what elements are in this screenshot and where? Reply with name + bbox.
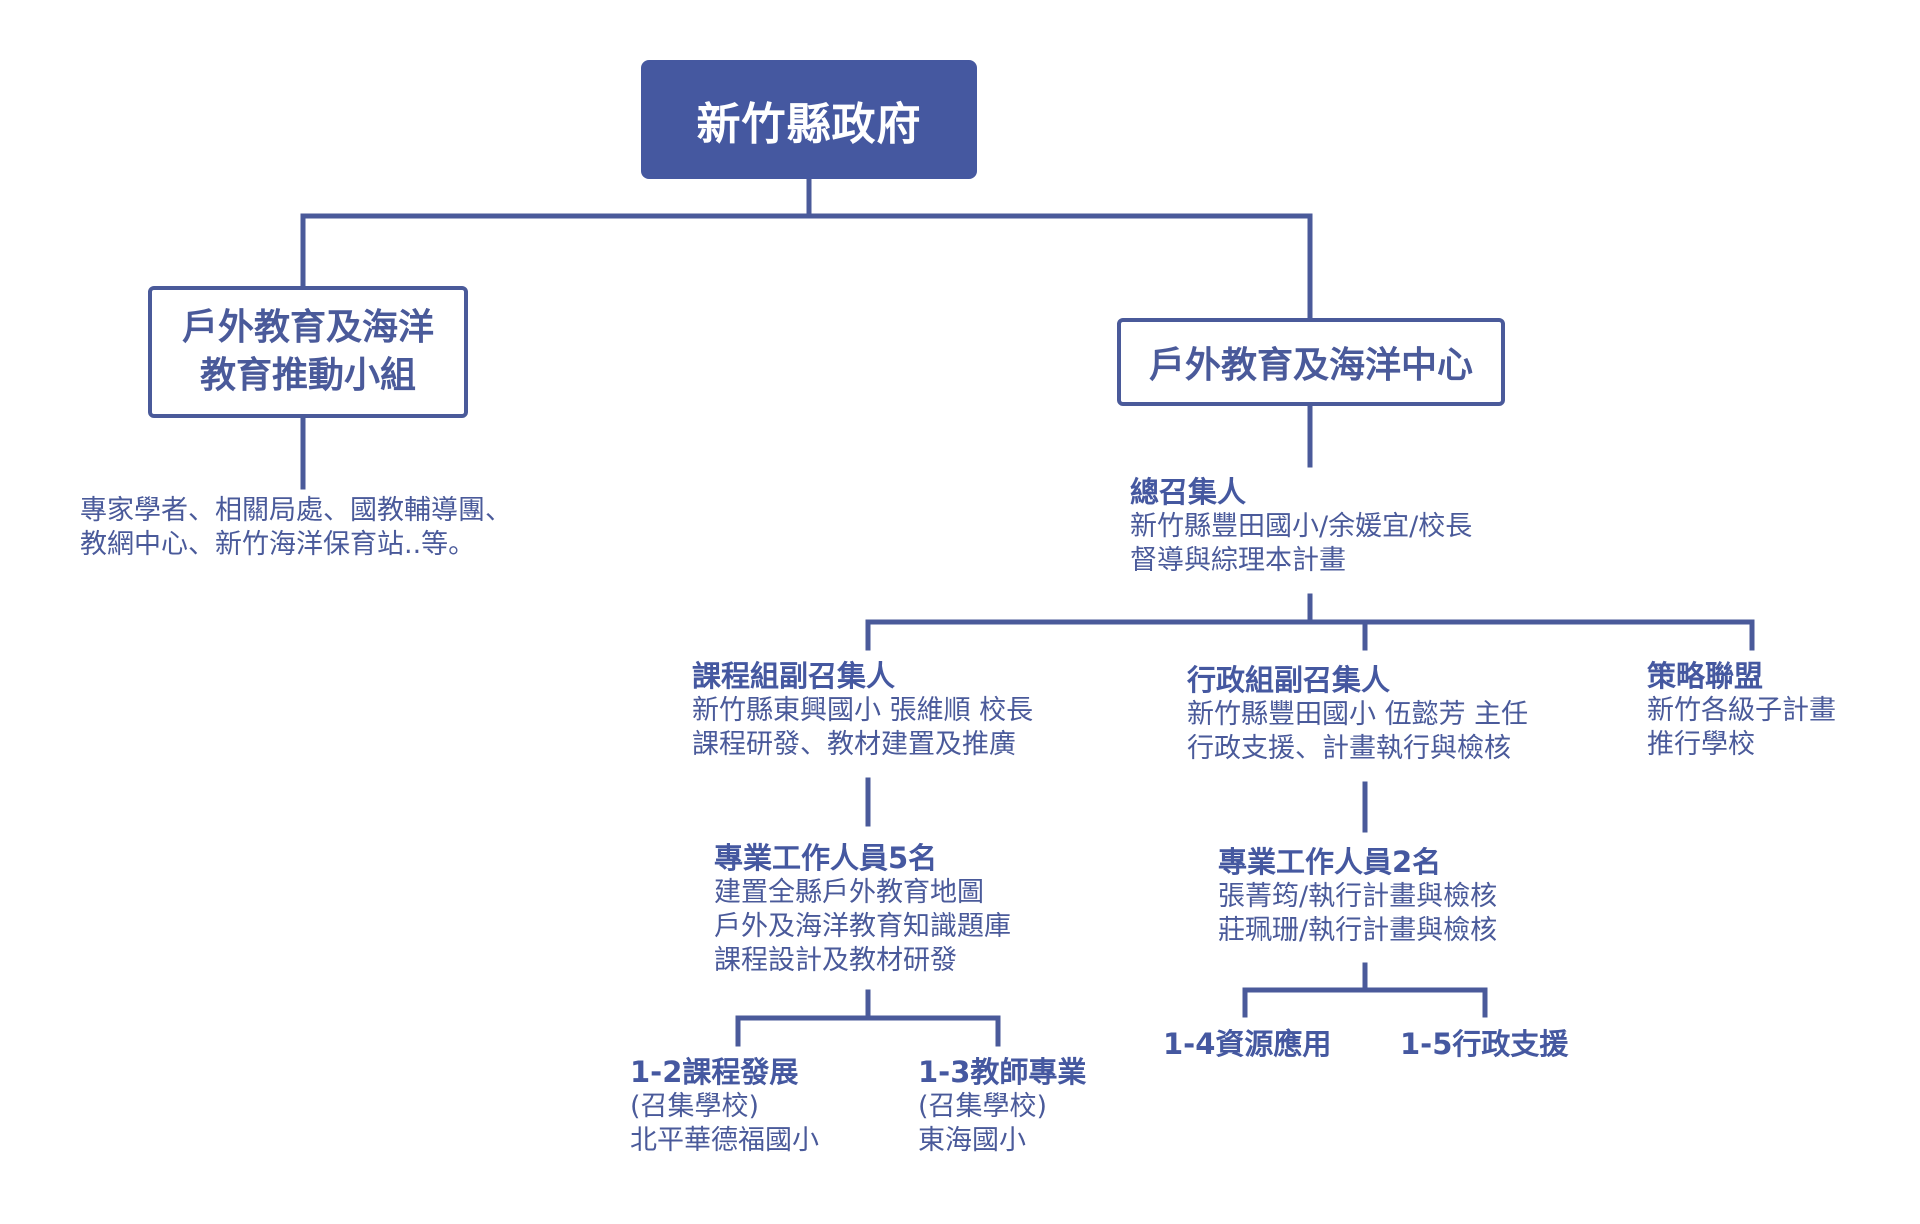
convener-title: 總召集人	[1130, 475, 1247, 509]
admin-block: 行政組副召集人 新竹縣豐田國小 伍懿芳 主任 行政支援、計畫執行與檢核	[1187, 662, 1528, 766]
admin-title: 行政組副召集人	[1187, 663, 1391, 697]
admin-sub-2: 1-5行政支援	[1400, 1026, 1568, 1062]
curriculum-sub-2: 1-3教師專業 (召集學校) 東海國小	[918, 1054, 1086, 1158]
curriculum-staff-line: 戶外及海洋教育知識題庫	[714, 911, 1011, 942]
admin-sub-1: 1-4資源應用	[1163, 1026, 1331, 1062]
alliance-line: 新竹各級子計畫	[1647, 695, 1836, 726]
curriculum-title: 課程組副召集人	[692, 659, 896, 693]
curriculum-sub-line: (召集學校)	[918, 1091, 1048, 1122]
curriculum-sub-line: 北平華德福國小	[630, 1125, 819, 1156]
curriculum-staff-line: 建置全縣戶外教育地圖	[714, 877, 984, 908]
alliance-line: 推行學校	[1647, 729, 1755, 760]
admin-staff-block: 專業工作人員2名 張菁筠/執行計畫與檢核 莊珮珊/執行計畫與檢核	[1218, 844, 1497, 948]
curriculum-staff-title: 專業工作人員5名	[714, 841, 938, 875]
curriculum-sub-line: (召集學校)	[630, 1091, 760, 1122]
curriculum-line: 新竹縣東興國小 張維順 校長	[692, 695, 1034, 726]
group-node: 戶外教育及海洋 教育推動小組	[148, 286, 468, 418]
curriculum-sub-title: 1-3教師專業	[918, 1055, 1087, 1089]
root-node: 新竹縣政府	[641, 60, 977, 179]
convener-line: 督導與綜理本計畫	[1130, 545, 1346, 576]
convener-line: 新竹縣豐田國小/余媛宜/校長	[1130, 511, 1473, 542]
admin-staff-line: 張菁筠/執行計畫與檢核	[1218, 881, 1498, 912]
admin-line: 行政支援、計畫執行與檢核	[1187, 733, 1511, 764]
group-members-line: 專家學者、相關局處、國教輔導團、	[80, 495, 512, 526]
group-members: 專家學者、相關局處、國教輔導團、 教網中心、新竹海洋保育站..等。	[80, 494, 512, 562]
curriculum-staff-line: 課程設計及教材研發	[714, 945, 957, 976]
admin-staff-line: 莊珮珊/執行計畫與檢核	[1218, 915, 1498, 946]
admin-sub-title: 1-5行政支援	[1400, 1027, 1569, 1061]
curriculum-staff-block: 專業工作人員5名 建置全縣戶外教育地圖 戶外及海洋教育知識題庫 課程設計及教材研…	[714, 840, 1011, 978]
curriculum-line: 課程研發、教材建置及推廣	[692, 729, 1016, 760]
root-label: 新竹縣政府	[696, 98, 922, 150]
group-label: 戶外教育及海洋 教育推動小組	[181, 307, 434, 396]
admin-staff-title: 專業工作人員2名	[1218, 845, 1442, 879]
group-members-line: 教網中心、新竹海洋保育站..等。	[80, 529, 476, 560]
center-node: 戶外教育及海洋中心	[1117, 318, 1505, 406]
curriculum-sub-line: 東海國小	[918, 1125, 1026, 1156]
convener-block: 總召集人 新竹縣豐田國小/余媛宜/校長 督導與綜理本計畫	[1130, 474, 1472, 578]
curriculum-sub-1: 1-2課程發展 (召集學校) 北平華德福國小	[630, 1054, 819, 1158]
alliance-title: 策略聯盟	[1647, 659, 1764, 693]
center-label: 戶外教育及海洋中心	[1148, 345, 1473, 386]
alliance-block: 策略聯盟 新竹各級子計畫 推行學校	[1647, 658, 1836, 762]
admin-line: 新竹縣豐田國小 伍懿芳 主任	[1187, 699, 1529, 730]
curriculum-block: 課程組副召集人 新竹縣東興國小 張維順 校長 課程研發、教材建置及推廣	[692, 658, 1033, 762]
admin-sub-title: 1-4資源應用	[1163, 1027, 1332, 1061]
curriculum-sub-title: 1-2課程發展	[630, 1055, 799, 1089]
